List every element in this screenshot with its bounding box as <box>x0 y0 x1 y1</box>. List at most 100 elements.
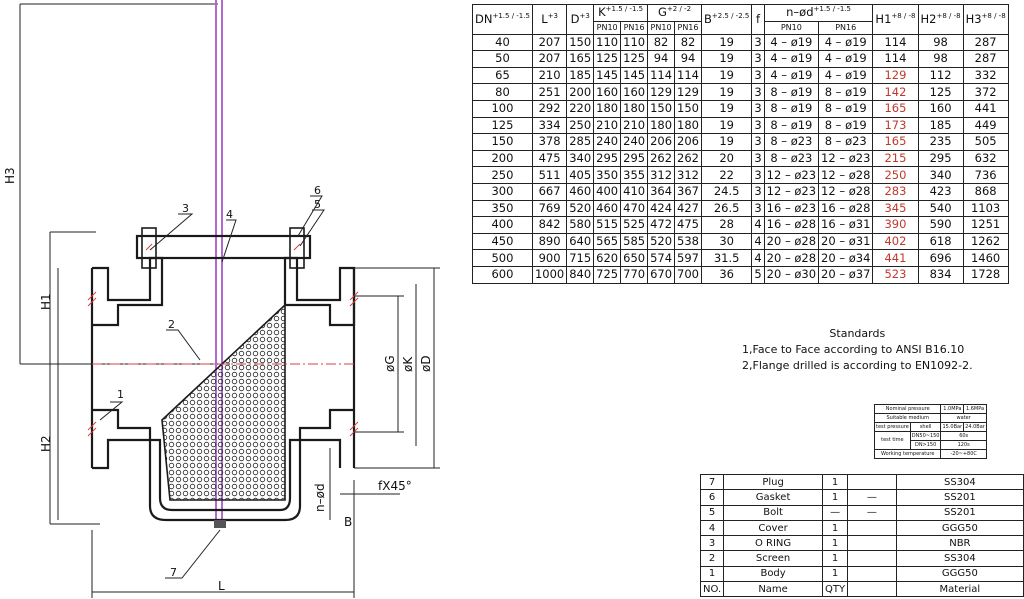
dim-cell: 12 – ø23 <box>763 166 820 184</box>
dim-cell: 650 <box>620 249 649 267</box>
dim-cell: 82 <box>647 33 676 52</box>
dim-cell: 160 <box>917 99 964 118</box>
dim-cell: 16 – ø23 <box>763 199 820 218</box>
part-cell: Gasket <box>723 489 824 506</box>
dim-cell: 670 <box>647 265 676 284</box>
dim-cell: 295 <box>620 149 649 168</box>
dim-cell: 12 – ø23 <box>763 182 820 201</box>
dim-cell: 520 <box>566 199 595 218</box>
dim-cell: 4 – ø19 <box>818 50 874 68</box>
dim-cell: 3 <box>751 149 765 168</box>
dim-cell: 150 <box>566 33 595 52</box>
dim-cell: 3 <box>751 133 765 151</box>
dim-cell: 129 <box>872 66 919 85</box>
part-cell: 4 <box>699 519 725 537</box>
dim-h1: H1 <box>39 293 53 310</box>
dim-cell: 22 <box>700 166 753 184</box>
dim-cell: 114 <box>674 66 702 85</box>
dim-cell: 597 <box>674 249 702 267</box>
sub-nd-pn16: PN16 <box>818 20 874 35</box>
dim-cell: 19 <box>700 66 753 85</box>
dim-cell: 667 <box>531 182 568 201</box>
dim-cell: 523 <box>872 265 919 284</box>
dim-cell: 4 <box>751 249 765 267</box>
dim-cell: 410 <box>620 182 649 201</box>
standards-notes: Standards 1,Face to Face according to AN… <box>742 326 973 374</box>
dim-cell: 145 <box>593 66 622 85</box>
dim-cell: 450 <box>472 232 533 251</box>
dim-cell: 235 <box>917 133 964 151</box>
dim-cell: 4 – ø19 <box>763 66 820 85</box>
sub-nd-pn10: PN10 <box>763 20 820 35</box>
hdr-f: f <box>751 4 765 35</box>
dim-cell: 405 <box>566 166 595 184</box>
balloon-5: 5 <box>314 198 321 211</box>
part-cell: 1 <box>699 565 725 583</box>
dim-cell: 16 – ø31 <box>818 216 874 234</box>
dim-cell: 125 <box>620 50 649 68</box>
dim-cell: 210 <box>620 116 649 135</box>
part-cell: Body <box>723 565 824 583</box>
dim-cell: 470 <box>620 199 649 218</box>
dim-cell: 890 <box>531 232 568 251</box>
dim-cell: 112 <box>917 66 964 85</box>
part-cell: GGG50 <box>895 565 1024 583</box>
dim-cell: 295 <box>917 149 964 168</box>
dim-cell: 12 – ø23 <box>818 149 874 168</box>
dim-cell: 340 <box>566 149 595 168</box>
part-cell: GGG50 <box>895 519 1024 537</box>
dim-cell: 640 <box>566 232 595 251</box>
balloon-6: 6 <box>314 184 321 197</box>
part-cell: — <box>822 504 849 521</box>
part-cell: 1 <box>822 550 849 567</box>
part-cell <box>847 565 897 583</box>
dim-cell: 769 <box>531 199 568 218</box>
dim-cell: 3 <box>751 199 765 218</box>
dim-cell: 262 <box>647 149 676 168</box>
dim-cell: 165 <box>872 133 919 151</box>
dim-cell: 842 <box>531 216 568 234</box>
part-cell: 1 <box>822 535 849 552</box>
dim-cell: 210 <box>531 66 568 85</box>
dim-cell: 565 <box>593 232 622 251</box>
dim-cell: 200 <box>566 83 595 101</box>
dim-cell: 590 <box>917 216 964 234</box>
dim-cell: 620 <box>593 249 622 267</box>
dim-b: B <box>344 515 352 529</box>
dim-cell: 287 <box>962 50 1009 68</box>
dim-cell: 355 <box>620 166 649 184</box>
dim-cell: 334 <box>531 116 568 135</box>
hdr-dn: DN+1.5 / -1.5 <box>472 4 533 35</box>
dim-cell: 12 – ø28 <box>818 182 874 201</box>
sub-g-pn16: PN16 <box>674 20 702 35</box>
dim-cell: 345 <box>872 199 919 218</box>
dim-cell: 110 <box>593 33 622 52</box>
dim-cell: 1000 <box>531 265 568 284</box>
part-cell: SS304 <box>895 550 1024 567</box>
dim-cell: 312 <box>647 166 676 184</box>
dim-cell: 3 <box>751 99 765 118</box>
dim-cell: 3 <box>751 66 765 85</box>
dim-cell: 165 <box>566 50 595 68</box>
part-cell: 7 <box>699 473 725 491</box>
shell-label: shell <box>909 422 942 432</box>
dim-cell: 472 <box>647 216 676 234</box>
dim-cell: 367 <box>674 182 702 201</box>
hdr-b: B+2.5 / -2.5 <box>700 4 753 35</box>
part-cell: 3 <box>699 535 725 552</box>
dim-cell: 165 <box>872 99 919 118</box>
dim-g: øG <box>383 355 397 372</box>
dim-cell: 26.5 <box>700 199 753 218</box>
dim-cell: 1251 <box>962 216 1009 234</box>
dim-cell: 292 <box>531 99 568 118</box>
hdr-k: K+1.5 / -1.5 <box>593 4 649 22</box>
